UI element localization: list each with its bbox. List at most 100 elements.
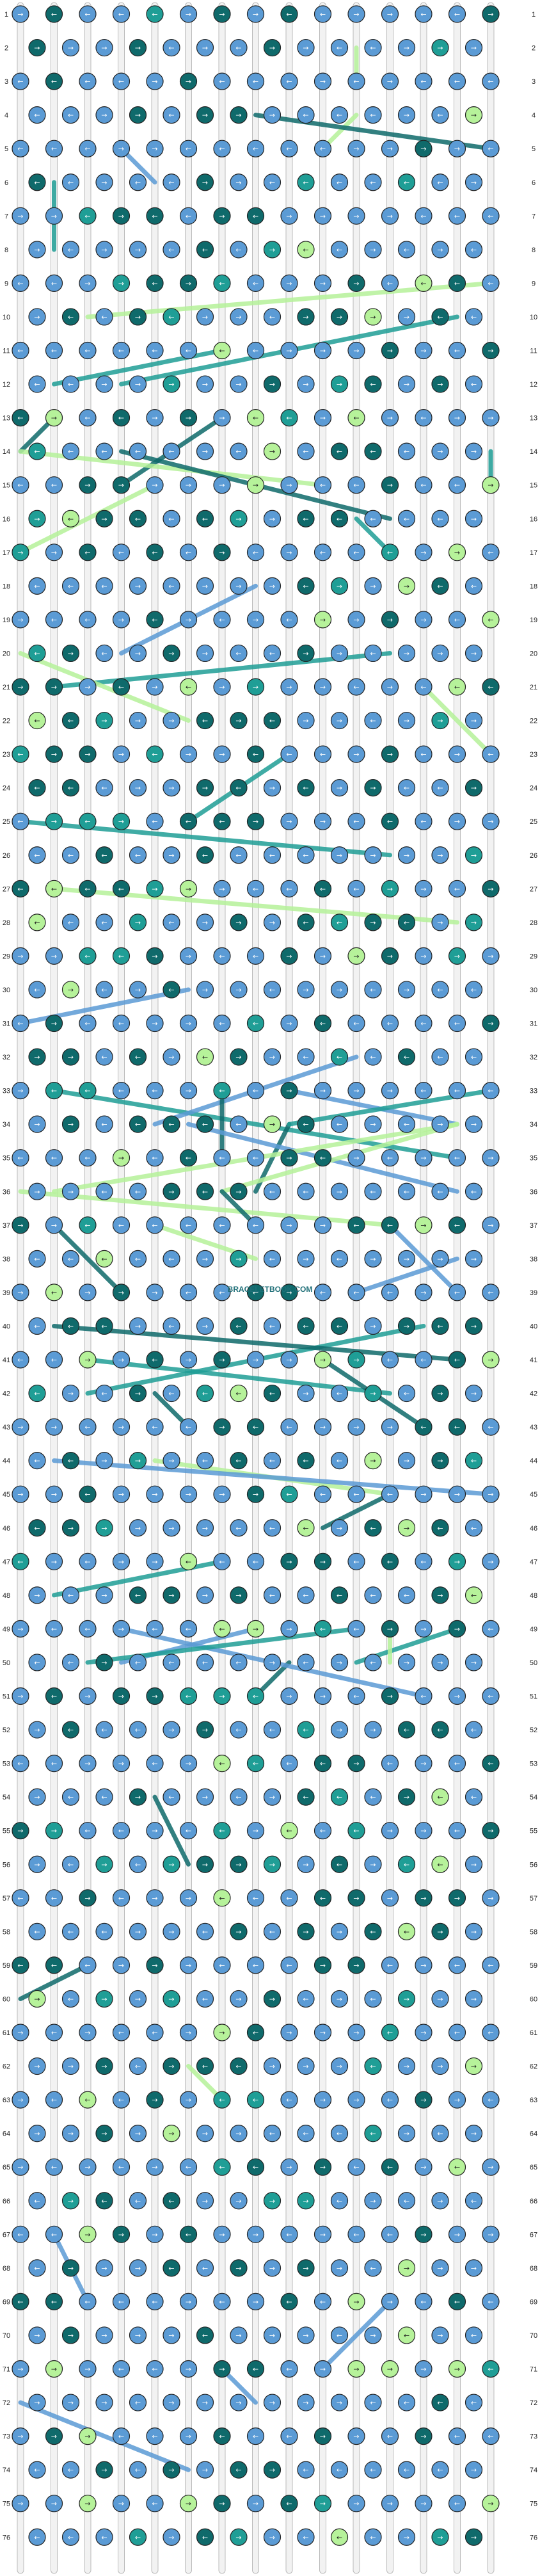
row-label-right: 57 (530, 1895, 537, 1903)
thread-segment (152, 1794, 191, 1867)
right-arrow-icon: → (68, 2264, 74, 2273)
left-arrow-icon: ← (286, 2230, 292, 2239)
knot: ← (179, 678, 198, 696)
left-arrow-icon: ← (135, 2466, 141, 2474)
knot: ← (95, 846, 113, 864)
left-arrow-icon: ← (471, 2399, 477, 2407)
left-arrow-icon: ← (219, 1961, 225, 1970)
knot: → (381, 1822, 399, 1840)
left-arrow-icon: ← (337, 1053, 342, 1061)
right-arrow-icon: → (320, 414, 326, 423)
left-arrow-icon: ← (84, 347, 90, 355)
right-arrow-icon: → (202, 986, 208, 994)
knot: ← (146, 1418, 164, 1436)
knot: ← (297, 510, 315, 527)
knot: ← (246, 880, 265, 898)
right-arrow-icon: → (286, 481, 292, 490)
left-arrow-icon: ← (135, 515, 141, 523)
knot: → (179, 274, 198, 292)
knot: ← (263, 1384, 282, 1403)
knot: ← (297, 2461, 315, 2479)
left-arrow-icon: ← (202, 515, 208, 523)
knot: → (397, 981, 416, 999)
row-label-left: 64 (3, 2130, 10, 2138)
knot: ← (61, 1250, 80, 1268)
right-arrow-icon: → (303, 1390, 308, 1398)
left-arrow-icon: ← (118, 1020, 124, 1028)
right-arrow-icon: → (235, 2130, 241, 2138)
knot: ← (364, 2528, 382, 2546)
knot: ← (381, 543, 399, 561)
knot: → (415, 1485, 433, 1503)
knot: → (95, 1855, 113, 1873)
left-arrow-icon: ← (286, 616, 292, 624)
right-arrow-icon: → (202, 1793, 208, 1801)
knot: ← (95, 1317, 113, 1335)
knot: ← (297, 241, 315, 259)
knot: → (347, 1418, 365, 1436)
knot: → (381, 745, 399, 763)
knot: → (196, 2461, 214, 2479)
knot: ← (263, 2125, 282, 2143)
knot: ← (61, 1855, 80, 1873)
row-label-right: 76 (530, 2534, 537, 2541)
knot: ← (213, 611, 231, 629)
right-arrow-icon: → (353, 2433, 359, 2441)
row-label-left: 66 (3, 2198, 10, 2205)
knot: ← (213, 1552, 231, 1570)
knot: → (415, 1149, 433, 1167)
knot: ← (28, 2259, 46, 2277)
right-arrow-icon: → (17, 2029, 23, 2037)
knot: → (112, 1755, 131, 1773)
left-arrow-icon: ← (286, 2433, 292, 2441)
right-arrow-icon: → (84, 2365, 90, 2374)
left-arrow-icon: ← (219, 347, 225, 355)
left-arrow-icon: ← (118, 2096, 124, 2104)
right-arrow-icon: → (437, 851, 443, 860)
left-arrow-icon: ← (420, 1087, 426, 1095)
knot: ← (196, 1048, 214, 1066)
left-arrow-icon: ← (118, 10, 124, 19)
right-arrow-icon: → (101, 2466, 107, 2474)
knot: → (347, 1956, 365, 1974)
left-arrow-icon: ← (135, 2399, 141, 2407)
left-arrow-icon: ← (286, 885, 292, 893)
right-arrow-icon: → (118, 2500, 124, 2508)
thread-segment (52, 1223, 123, 1295)
right-arrow-icon: → (420, 1289, 426, 1297)
knot: ← (448, 678, 466, 696)
right-arrow-icon: → (118, 279, 124, 287)
right-arrow-icon: → (471, 111, 477, 120)
left-arrow-icon: ← (219, 1020, 225, 1028)
knot: ← (482, 1687, 500, 1705)
knot: → (431, 711, 449, 730)
knot: ← (146, 812, 164, 830)
knot: ← (448, 2292, 466, 2310)
knot: ← (163, 442, 180, 460)
left-arrow-icon: ← (101, 1255, 107, 1263)
left-arrow-icon: ← (303, 851, 308, 860)
row-label-left: 67 (3, 2231, 10, 2239)
knot: ← (431, 106, 449, 124)
knot: ← (465, 1519, 483, 1537)
right-arrow-icon: → (152, 1020, 157, 1028)
knot: ← (364, 644, 382, 663)
left-arrow-icon: ← (420, 212, 426, 220)
knot: ← (330, 1250, 349, 1268)
row-label-right: 49 (530, 1625, 537, 1633)
left-arrow-icon: ← (488, 549, 493, 557)
left-arrow-icon: ← (471, 1793, 477, 1801)
left-arrow-icon: ← (219, 1894, 225, 1903)
left-arrow-icon: ← (68, 179, 74, 187)
right-arrow-icon: → (118, 616, 124, 624)
knot: → (415, 2360, 433, 2378)
left-arrow-icon: ← (168, 515, 174, 523)
knot: ← (95, 577, 113, 595)
row-label-right: 56 (530, 1861, 537, 1869)
left-arrow-icon: ← (135, 179, 141, 187)
right-arrow-icon: → (320, 2500, 326, 2508)
knot: → (163, 644, 180, 663)
knot: ← (347, 72, 365, 90)
right-arrow-icon: → (387, 145, 393, 153)
